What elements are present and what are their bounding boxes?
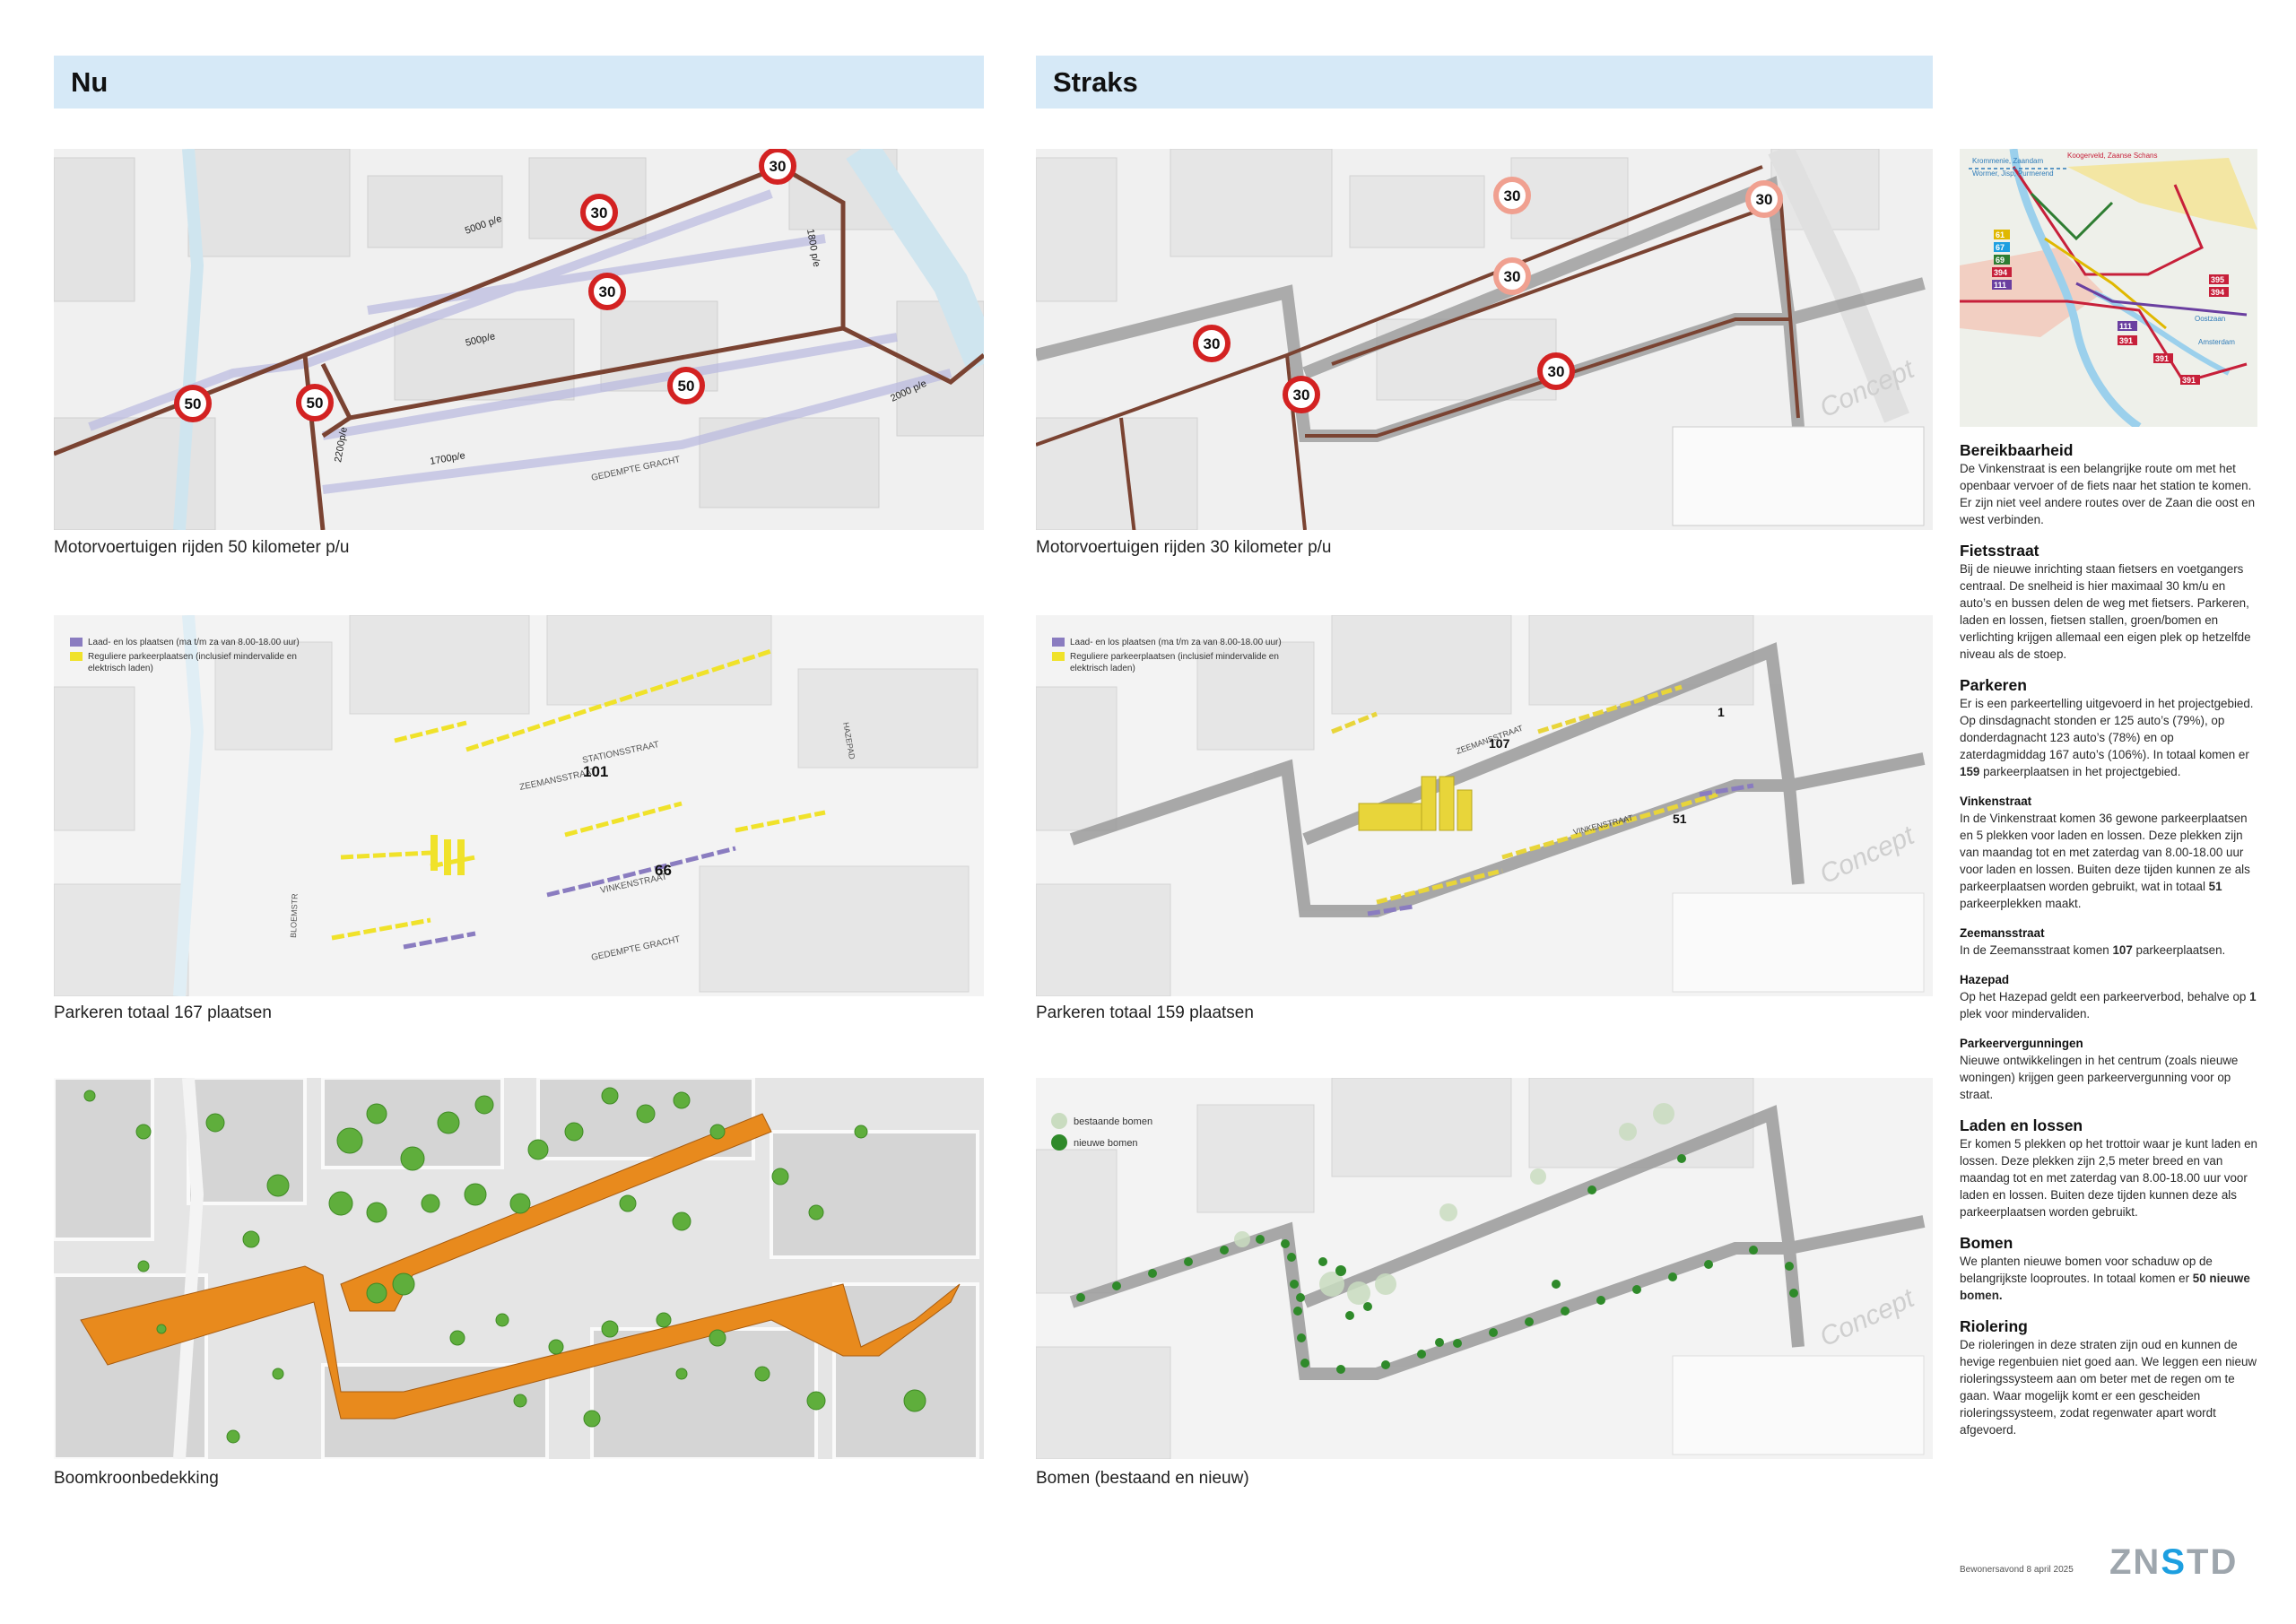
parking-count: 66 <box>655 862 672 879</box>
svg-text:30: 30 <box>1293 386 1310 404</box>
heading-sewer: Riolering <box>1960 1317 2028 1335</box>
speed-sign-30: 30 <box>588 273 626 310</box>
bus-line-label: 395 <box>2211 275 2224 284</box>
info-panel: Bereikbaarheid De Vinkenstraat is een be… <box>1960 440 2257 1438</box>
overview-label: Koogerveld, Zaanse Schans <box>2067 152 2158 160</box>
map-legend-block <box>1672 892 1925 993</box>
caption-trees-now: Boomkroonbedekking <box>54 1469 219 1488</box>
speed-sign-50: 50 <box>296 384 334 421</box>
legend-loading: Laad- en los plaatsen (ma t/m za van 8.0… <box>1070 638 1282 647</box>
parking-count: 101 <box>583 763 608 780</box>
speed-sign-30: 30 <box>1537 352 1575 390</box>
speed-sign-30: 30 <box>580 194 618 231</box>
bus-line-label: 69 <box>1996 256 2005 265</box>
trees-legend: bestaande bomen nieuwe bomen <box>1051 1113 1152 1151</box>
svg-text:30: 30 <box>1504 187 1521 204</box>
heading-loading: Laden en lossen <box>1960 1116 2083 1134</box>
text-bike-street: Bij de nieuwe inrichting staan fietsers … <box>1960 562 2251 661</box>
speed-sign-50: 50 <box>667 367 705 404</box>
speed-sign-30: 30 <box>1283 376 1320 413</box>
caption-parking-later: Parkeren totaal 159 plaatsen <box>1036 1003 1254 1022</box>
bus-line-label: 391 <box>2182 376 2196 385</box>
caption-parking-now: Parkeren totaal 167 plaatsen <box>54 1003 272 1022</box>
svg-text:30: 30 <box>1204 335 1221 352</box>
bus-line-label: 391 <box>2119 336 2133 345</box>
text-permits: Nieuwe ontwikkelingen in het centrum (zo… <box>1960 1054 2239 1101</box>
map-legend-block <box>1672 426 1925 526</box>
bus-line-label: 111 <box>2119 322 2132 331</box>
speed-sign-30: 30 <box>759 149 796 185</box>
speed-sign-30: 30 <box>1493 177 1531 214</box>
caption-speed-now: Motorvoertuigen rijden 50 kilometer p/u <box>54 538 350 557</box>
map-legend-block <box>1672 1355 1925 1455</box>
svg-text:30: 30 <box>1504 268 1521 285</box>
parking-count: 1 <box>1718 705 1725 719</box>
speed-sign-30: 30 <box>1193 325 1231 362</box>
street-label: BLOEMSTR <box>289 893 300 938</box>
heading-zeemansstraat: Zeemansstraat <box>1960 926 2045 940</box>
text-zeemansstraat: In de Zeemansstraat komen 107 parkeerpla… <box>1960 943 2226 957</box>
text-hazepad: Op het Hazepad geldt een parkeerverbod, … <box>1960 990 2257 1020</box>
svg-text:30: 30 <box>591 204 608 221</box>
overview-label: Oostzaan <box>2195 315 2225 323</box>
parking-count: 107 <box>1489 736 1510 751</box>
bus-line-label: 391 <box>2155 354 2169 363</box>
bus-line-label: 394 <box>1994 268 2007 277</box>
bus-line-label: 394 <box>2211 288 2224 297</box>
svg-text:30: 30 <box>599 283 616 300</box>
heading-hazepad: Hazepad <box>1960 973 2010 986</box>
text-trees: We planten nieuwe bomen voor schaduw op … <box>1960 1255 2250 1302</box>
header-later-title: Straks <box>1053 66 1138 98</box>
speed-sign-30: 30 <box>1493 257 1531 295</box>
header-now: Nu <box>54 56 984 109</box>
map-parking-now: STATIONSSTRAAT ZEEMANSSTRAAT VINKENSTRAA… <box>54 615 984 996</box>
map-speed-later: Concept 30 30 30 30 30 30 <box>1036 149 1933 530</box>
bus-line-label: 61 <box>1996 230 2005 239</box>
legend-loading: Laad- en los plaatsen (ma t/m za van 8.0… <box>88 638 300 647</box>
overview-label: Amsterdam <box>2198 338 2235 346</box>
svg-text:50: 50 <box>185 395 202 413</box>
parking-legend-now: Laad- en los plaatsen (ma t/m za van 8.0… <box>70 637 303 674</box>
bus-line-label: 111 <box>1994 281 2006 290</box>
znstd-logo: ZNSTD <box>2109 1542 2239 1582</box>
speed-sign-30: 30 <box>1745 180 1783 218</box>
heading-trees: Bomen <box>1960 1234 2013 1252</box>
speed-sign-50: 50 <box>174 385 212 422</box>
legend-regular: Reguliere parkeerplaatsen (inclusief min… <box>1070 652 1279 673</box>
footer-date: Bewonersavond 8 april 2025 <box>1960 1565 2074 1575</box>
parking-count: 51 <box>1673 812 1687 826</box>
overview-label: Krommenie, Zaandam <box>1972 157 2043 165</box>
text-parking: Er is een parkeertelling uitgevoerd in h… <box>1960 697 2254 778</box>
text-vinkenstraat: In de Vinkenstraat komen 36 gewone parke… <box>1960 812 2250 910</box>
text-sewer: De rioleringen in deze straten zijn oud … <box>1960 1338 2257 1437</box>
overview-map: 61 67 69 394 111 395 394 391 391 391 111… <box>1960 149 2257 427</box>
legend-regular: Reguliere parkeerplaatsen (inclusief min… <box>88 652 297 673</box>
map-parking-later: ZEEMANSSTRAAT VINKENSTRAAT 107 51 1 Conc… <box>1036 615 1933 996</box>
heading-bike-street: Fietsstraat <box>1960 542 2039 560</box>
text-accessibility: De Vinkenstraat is een belangrijke route… <box>1960 462 2256 526</box>
bus-line-label: 67 <box>1996 243 2005 252</box>
caption-speed-later: Motorvoertuigen rijden 30 kilometer p/u <box>1036 538 1332 557</box>
legend-new-trees: nieuwe bomen <box>1074 1138 1138 1149</box>
heading-vinkenstraat: Vinkenstraat <box>1960 795 2032 808</box>
svg-text:30: 30 <box>770 158 787 175</box>
parking-legend-later: Laad- en los plaatsen (ma t/m za van 8.0… <box>1052 637 1285 674</box>
heading-permits: Parkeervergunningen <box>1960 1037 2083 1050</box>
svg-text:30: 30 <box>1756 191 1773 208</box>
heading-parking: Parkeren <box>1960 676 2027 694</box>
text-loading: Er komen 5 plekken op het trottoir waar … <box>1960 1137 2257 1219</box>
header-later: Straks <box>1036 56 1933 109</box>
header-now-title: Nu <box>71 66 109 98</box>
svg-text:50: 50 <box>678 378 695 395</box>
heading-accessibility: Bereikbaarheid <box>1960 441 2074 459</box>
legend-existing-trees: bestaande bomen <box>1074 1116 1152 1127</box>
svg-text:50: 50 <box>307 395 324 412</box>
svg-text:30: 30 <box>1548 363 1565 380</box>
overview-label: Wormer, Jisp, Purmerend <box>1972 169 2054 178</box>
map-trees-now <box>54 1078 984 1459</box>
caption-trees-later: Bomen (bestaand en nieuw) <box>1036 1469 1249 1488</box>
map-trees-later: Concept bestaande bomen nieuwe bomen <box>1036 1078 1933 1459</box>
map-speed-now: 5000 p/e 1800 p/e 500p/e 2200p/e 1700p/e… <box>54 149 984 530</box>
